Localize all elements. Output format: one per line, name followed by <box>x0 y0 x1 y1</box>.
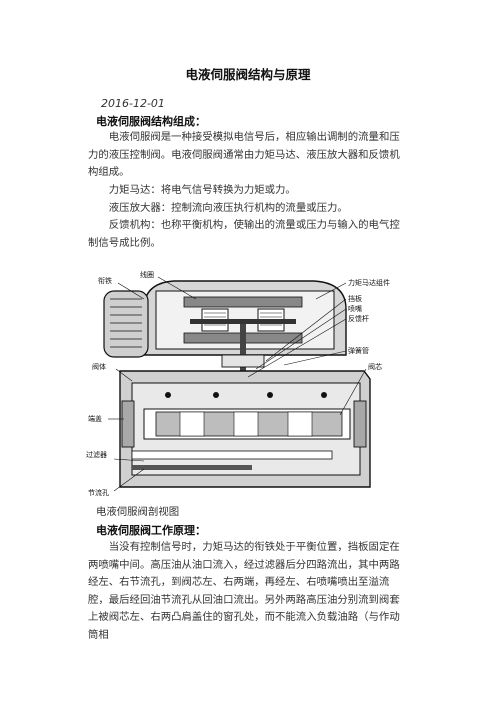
label-armature: 衔铁 <box>98 276 112 285</box>
label-torque-motor: 力矩马达组件 <box>348 278 390 287</box>
section-heading-principle: 电液伺服阀工作原理： <box>96 524 206 537</box>
figure-caption: 电液伺服阀剖视图 <box>96 506 180 518</box>
servo-valve-cross-section-figure: 衔铁 线圈 力矩马达组件 挡板 喷嘴 反馈杆 弹簧管 阀体 阀芯 端盖 过滤器 … <box>84 269 400 500</box>
label-filter: 过滤器 <box>86 450 107 459</box>
label-end-cap: 端盖 <box>88 414 102 423</box>
label-flapper: 挡板 <box>348 294 362 303</box>
label-spool: 阀芯 <box>368 362 382 371</box>
label-orifice: 节流孔 <box>88 488 109 497</box>
publish-date: 2016-12-01 <box>101 97 165 110</box>
label-feedback-rod: 反馈杆 <box>348 314 369 323</box>
paragraph-intro: 电液伺服阀是一种接受模拟电信号后，相应输出调制的流量和压力的液压控制阀。电液伺服… <box>88 131 400 178</box>
label-valve-body: 阀体 <box>92 362 106 371</box>
section-heading-structure: 电液伺服阀结构组成： <box>96 115 206 128</box>
label-coil: 线圈 <box>140 270 154 279</box>
list-item-hydraulic-amplifier: 液压放大器：控制流向液压执行机构的流量或压力。 <box>108 202 348 214</box>
list-item-torque-motor: 力矩马达：将电气信号转换为力矩或力。 <box>108 184 296 196</box>
paragraph-principle: 当没有控制信号时，力矩马达的衔铁处于平衡位置，挡板固定在两喷嘴中间。高压油从油口… <box>88 541 400 641</box>
list-item-feedback: 反馈机构：也称平衡机构，使输出的流量或压力与输入的电气控制信号成比例。 <box>88 219 400 249</box>
page-title: 电液伺服阀结构与原理 <box>185 67 311 82</box>
label-spring-tube: 弹簧管 <box>348 346 369 355</box>
label-nozzle: 喷嘴 <box>348 304 362 313</box>
